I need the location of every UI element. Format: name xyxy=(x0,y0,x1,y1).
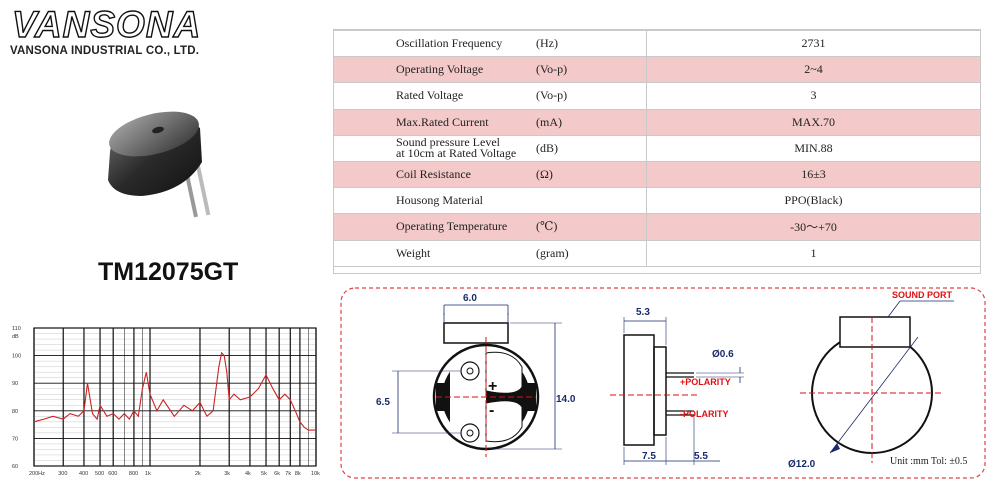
dim-diameter: Ø12.0 xyxy=(788,459,816,470)
spec-param-line: at 10cm at Rated Voltage xyxy=(396,146,517,161)
dim-height: 14.0 xyxy=(556,394,576,405)
chart-series-line xyxy=(33,351,316,431)
chart-x-tick-label: 200Hz xyxy=(29,471,45,477)
chart-x-tick-label: 2k xyxy=(195,471,201,477)
dim-side-width: 5.3 xyxy=(636,307,650,318)
chart-x-tick-label: 1k xyxy=(145,471,151,477)
spec-unit: (℃) xyxy=(532,213,647,241)
model-number: TM12075GT xyxy=(98,258,239,286)
spec-param: Operating Voltage xyxy=(334,56,532,84)
dim-pin-spacing: 6.5 xyxy=(376,397,390,408)
dimension-drawing: + - 6.0 6.5 14.0 5.3 Ø0.6 +POLARITY xyxy=(340,287,986,479)
spec-unit: (mA) xyxy=(532,108,647,136)
spec-row: Max.Rated Current(mA)MAX.70 xyxy=(334,108,980,136)
company-name: VANSONA INDUSTRIAL CO., LTD. xyxy=(10,45,200,57)
chart-x-tick-label: 500 xyxy=(95,471,104,477)
chart-y-unit-label: dB xyxy=(12,334,19,340)
spec-param: Rated Voltage xyxy=(334,82,532,110)
svg-text:-: - xyxy=(489,402,494,419)
spec-value: MIN.88 xyxy=(646,134,980,162)
spec-param: Max.Rated Current xyxy=(334,108,532,136)
chart-y-tick-label: 110 xyxy=(12,326,21,332)
spec-param-line: Sound pressure Level xyxy=(396,135,500,150)
spec-value: 2731 xyxy=(646,29,980,58)
chart-y-tick-label: 100 xyxy=(12,354,21,360)
spec-unit: (gram) xyxy=(532,239,647,267)
spec-value: 16±3 xyxy=(646,160,980,189)
drawing-border xyxy=(340,287,986,479)
frequency-response-chart: 110 100 90 80 70 60 dB 200Hz 300 400 500 600 800 1k 2k… xyxy=(12,326,320,477)
chart-y-tick-label: 70 xyxy=(12,436,18,442)
positive-polarity-label: +POLARITY xyxy=(680,377,731,387)
dim-body-length: 7.5 xyxy=(642,451,656,462)
spec-value: -30～+70 xyxy=(646,213,980,241)
top-view: SOUND PORT Ø12.0 xyxy=(788,290,954,470)
spec-unit: (Vo-p) xyxy=(532,56,647,84)
chart-x-tick-label: 3k xyxy=(224,471,230,477)
chart-y-tick-label: 80 xyxy=(12,409,18,415)
spec-value: 2~4 xyxy=(646,56,980,84)
product-photo xyxy=(108,111,211,218)
chart-x-tick-label: 8k xyxy=(295,471,301,477)
spec-row: Oscillation Frequency(Hz)2731 xyxy=(334,29,980,58)
chart-x-tick-label: 4k xyxy=(245,471,251,477)
sound-port-label: SOUND PORT xyxy=(892,290,953,300)
unit-tolerance-note: Unit :mm Tol: ±0.5 xyxy=(890,456,968,467)
chart-y-tick-label: 60 xyxy=(12,464,18,470)
spec-unit: (Ω) xyxy=(532,160,647,189)
chart-x-tick-label: 800 xyxy=(129,471,138,477)
negative-polarity-label: -POLARITY xyxy=(680,409,729,419)
spec-unit xyxy=(532,187,647,215)
spec-value: 3 xyxy=(646,82,980,110)
spec-unit: (dB) xyxy=(532,134,647,162)
chart-x-tick-label: 5k xyxy=(261,471,267,477)
logo-wordmark: VANSONA xyxy=(11,3,202,45)
spec-param: Coil Resistance xyxy=(334,160,532,189)
chart-x-tick-label: 300 xyxy=(58,471,67,477)
spec-row: Operating Voltage(Vo-p)2~4 xyxy=(334,56,980,84)
chart-x-tick-label: 600 xyxy=(108,471,117,477)
spec-param: Weight xyxy=(334,239,532,267)
chart-x-tick-label: 7k xyxy=(285,471,291,477)
chart-x-tick-label: 10k xyxy=(311,471,320,477)
spec-row: Coil Resistance(Ω)16±3 xyxy=(334,160,980,189)
spec-param: Oscillation Frequency xyxy=(334,29,532,58)
spec-param: Housong Material xyxy=(334,187,532,215)
chart-plot-area xyxy=(33,327,317,467)
spec-row: Housong Material PPO(Black) xyxy=(334,187,980,215)
spec-unit: (Hz) xyxy=(532,29,647,58)
front-view: + - 6.0 6.5 14.0 xyxy=(376,293,576,457)
spec-value: 1 xyxy=(646,239,980,267)
spec-row: Rated Voltage(Vo-p)3 xyxy=(334,82,980,110)
chart-x-tick-label: 6k xyxy=(274,471,280,477)
company-logo: VANSONA VANSONA INDUSTRIAL CO., LTD. xyxy=(10,3,202,64)
dim-top-width: 6.0 xyxy=(463,293,477,304)
spec-unit: (Vo-p) xyxy=(532,82,647,110)
side-view: 5.3 Ø0.6 +POLARITY -POLARITY 7.5 5.5 xyxy=(610,307,744,465)
spec-row: Weight(gram)1 xyxy=(334,239,980,267)
chart-y-tick-label: 90 xyxy=(12,381,18,387)
chart-x-tick-label: 400 xyxy=(79,471,88,477)
dim-pin-length: 5.5 xyxy=(694,451,708,462)
spec-value: MAX.70 xyxy=(646,108,980,136)
spec-param: Operating Temperature xyxy=(334,213,532,241)
spec-value: PPO(Black) xyxy=(646,187,980,215)
dim-pin-diameter: Ø0.6 xyxy=(712,349,734,360)
spec-row: Operating Temperature(℃)-30～+70 xyxy=(334,213,980,241)
svg-text:+: + xyxy=(488,378,497,395)
